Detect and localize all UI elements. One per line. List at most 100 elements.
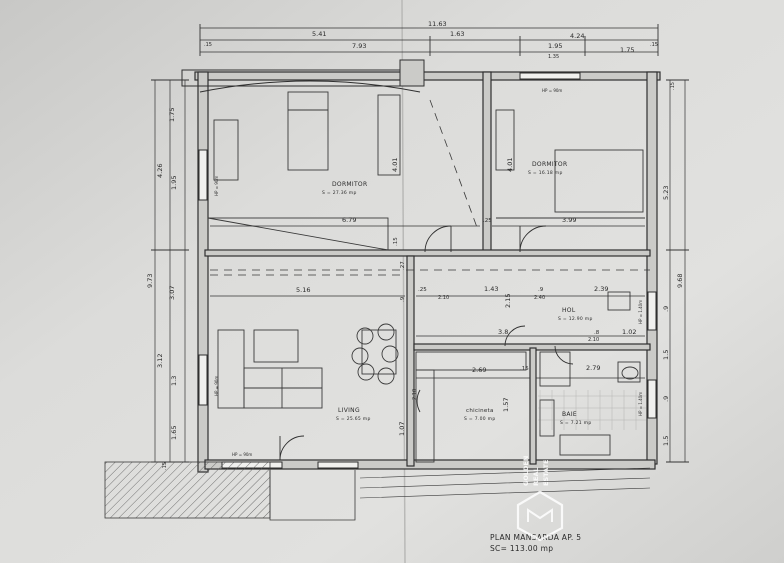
dim-top-5: 1.95 [548,42,562,50]
watermark-text-2: REAL [532,467,540,486]
stairs-outline [269,470,356,521]
dim-int-16: 1.02 [622,328,636,336]
dim-int-18: .9 [400,296,406,302]
room-area-dormitor-left: S = 27.36 mp [322,190,357,196]
dim-left-4: 3.07 [168,286,176,300]
room-name-baie: BAIE [562,411,577,418]
furniture [207,91,645,463]
dim-int-24: 2.10 [412,389,418,400]
dim-int-1: 4.01 [506,158,514,172]
dim-int-25: .27 [400,261,406,270]
dim-int-20: .15 [520,366,529,372]
chimney [399,59,425,87]
window-labels: HP = 90m HP = 90m HP = 90m HP = 90m HP =… [214,88,643,457]
dim-right-1: 5.23 [662,186,670,200]
dim-int-3: 3.99 [562,216,576,224]
dim-left-7: 1.65 [170,426,178,440]
dim-top-6: 1.75 [620,46,634,54]
watermark-text-3: ESTATE [542,460,550,486]
dim-int-21: 2.79 [586,364,600,372]
coffee-table [253,329,299,363]
dim-left-total: 9.73 [146,274,154,288]
dim-left-1: 1.75 [168,108,176,122]
stairs-hatch [104,461,271,519]
dim-left-3: 1.95 [170,176,178,190]
room-name-hol: HOL [562,307,576,314]
window-label-left-lower: HP = 90m [214,376,219,396]
dim-int-5: .15 [393,237,399,246]
shower [559,434,611,456]
roof-lines [210,99,650,276]
dim-int-4: .25 [483,218,492,224]
bed-left [287,91,329,171]
window-label-bottom: HP = 90m [232,452,252,457]
dimension-texts: 11.63 5.41 7.93 1.63 4.24 1.95 1.75 1.35… [146,20,684,470]
dim-top-9: .15 [650,42,658,48]
dim-top-total: 11.63 [428,20,447,28]
dim-int-12: 2.15 [504,294,512,308]
bathtub [539,351,571,387]
dim-int-9: .9 [538,287,544,293]
dim-top-2: 7.93 [352,42,366,50]
dim-int-14: 3.8 [498,328,508,336]
dim-int-13: 2.40 [534,295,545,301]
dim-right-5: .9 [662,396,670,402]
room-labels: DORMITOR S = 27.36 mp DORMITOR S = 16.18… [322,161,593,426]
dim-left-6: 1.3 [170,376,178,386]
dim-int-2: 6.79 [342,216,356,224]
watermark-emblem-icon [516,490,564,542]
dim-int-8: 1.43 [484,285,498,293]
dim-right-3: .9 [662,306,670,312]
dim-right-6: .15 [670,82,676,90]
room-area-hol: S = 12.90 mp [558,316,593,322]
dim-int-6: 5.16 [296,286,310,294]
watermark-text-1: GOLDEN [522,456,530,486]
window-label-right-lower: HP = 1.40m [638,392,643,416]
room-name-chicineta: chicineta [466,408,494,414]
window-label-right-upper: HP = 1.40m [638,300,643,324]
room-name-living: LIVING [338,407,360,414]
dim-left-2: 4.26 [156,164,164,178]
dim-int-23: 1.07 [398,422,406,436]
room-area-baie: S = 7.21 mp [560,420,591,426]
dim-left-8: .15 [162,462,168,470]
plan-title-line2: SC= 113.00 mp [490,544,553,553]
dim-top-3: 1.63 [450,30,464,38]
room-name-dormitor-left: DORMITOR [332,181,367,188]
bath-tiles [538,390,646,430]
dim-left-5: 3.12 [156,354,164,368]
dim-int-10: 2.39 [594,285,608,293]
room-name-dormitor-right: DORMITOR [532,161,567,168]
dim-int-22: 1.57 [502,398,510,412]
dim-top-4: 4.24 [570,32,584,40]
kitchen-counter [415,351,527,371]
dim-right-2: 1.5 [662,350,670,360]
toilet [617,361,641,383]
dim-int-11: 2.10 [438,295,449,301]
room-area-chicineta: S = 7.00 mp [464,416,495,422]
dim-int-0: 4.01 [391,158,399,172]
walls [194,71,661,473]
dim-int-17: 2.10 [588,337,599,343]
bed-right [554,149,644,213]
roof-beam-curve [199,80,421,93]
dim-top-8: .15 [204,42,212,48]
window-label-left-upper: HP = 90m [214,176,219,196]
dim-top-7: 1.35 [548,54,559,60]
dim-right-4: 1.5 [662,436,670,446]
wardrobe-left [207,217,389,251]
dim-right-total: 9.68 [676,274,684,288]
room-area-dormitor-right: S = 16.18 mp [528,170,563,176]
room-area-living: S = 25.65 mp [336,416,371,422]
dim-int-7: .25 [418,287,427,293]
watermark-logo: GOLDEN REAL ESTATE [516,456,564,542]
dim-int-15: .8 [594,330,600,336]
window-label-top-right: HP = 90m [542,88,562,93]
railing [359,467,651,499]
dim-int-19: 2.69 [472,366,486,374]
dim-top-1: 5.41 [312,30,326,38]
dining-table [361,329,397,375]
dimension-lines [154,27,686,462]
